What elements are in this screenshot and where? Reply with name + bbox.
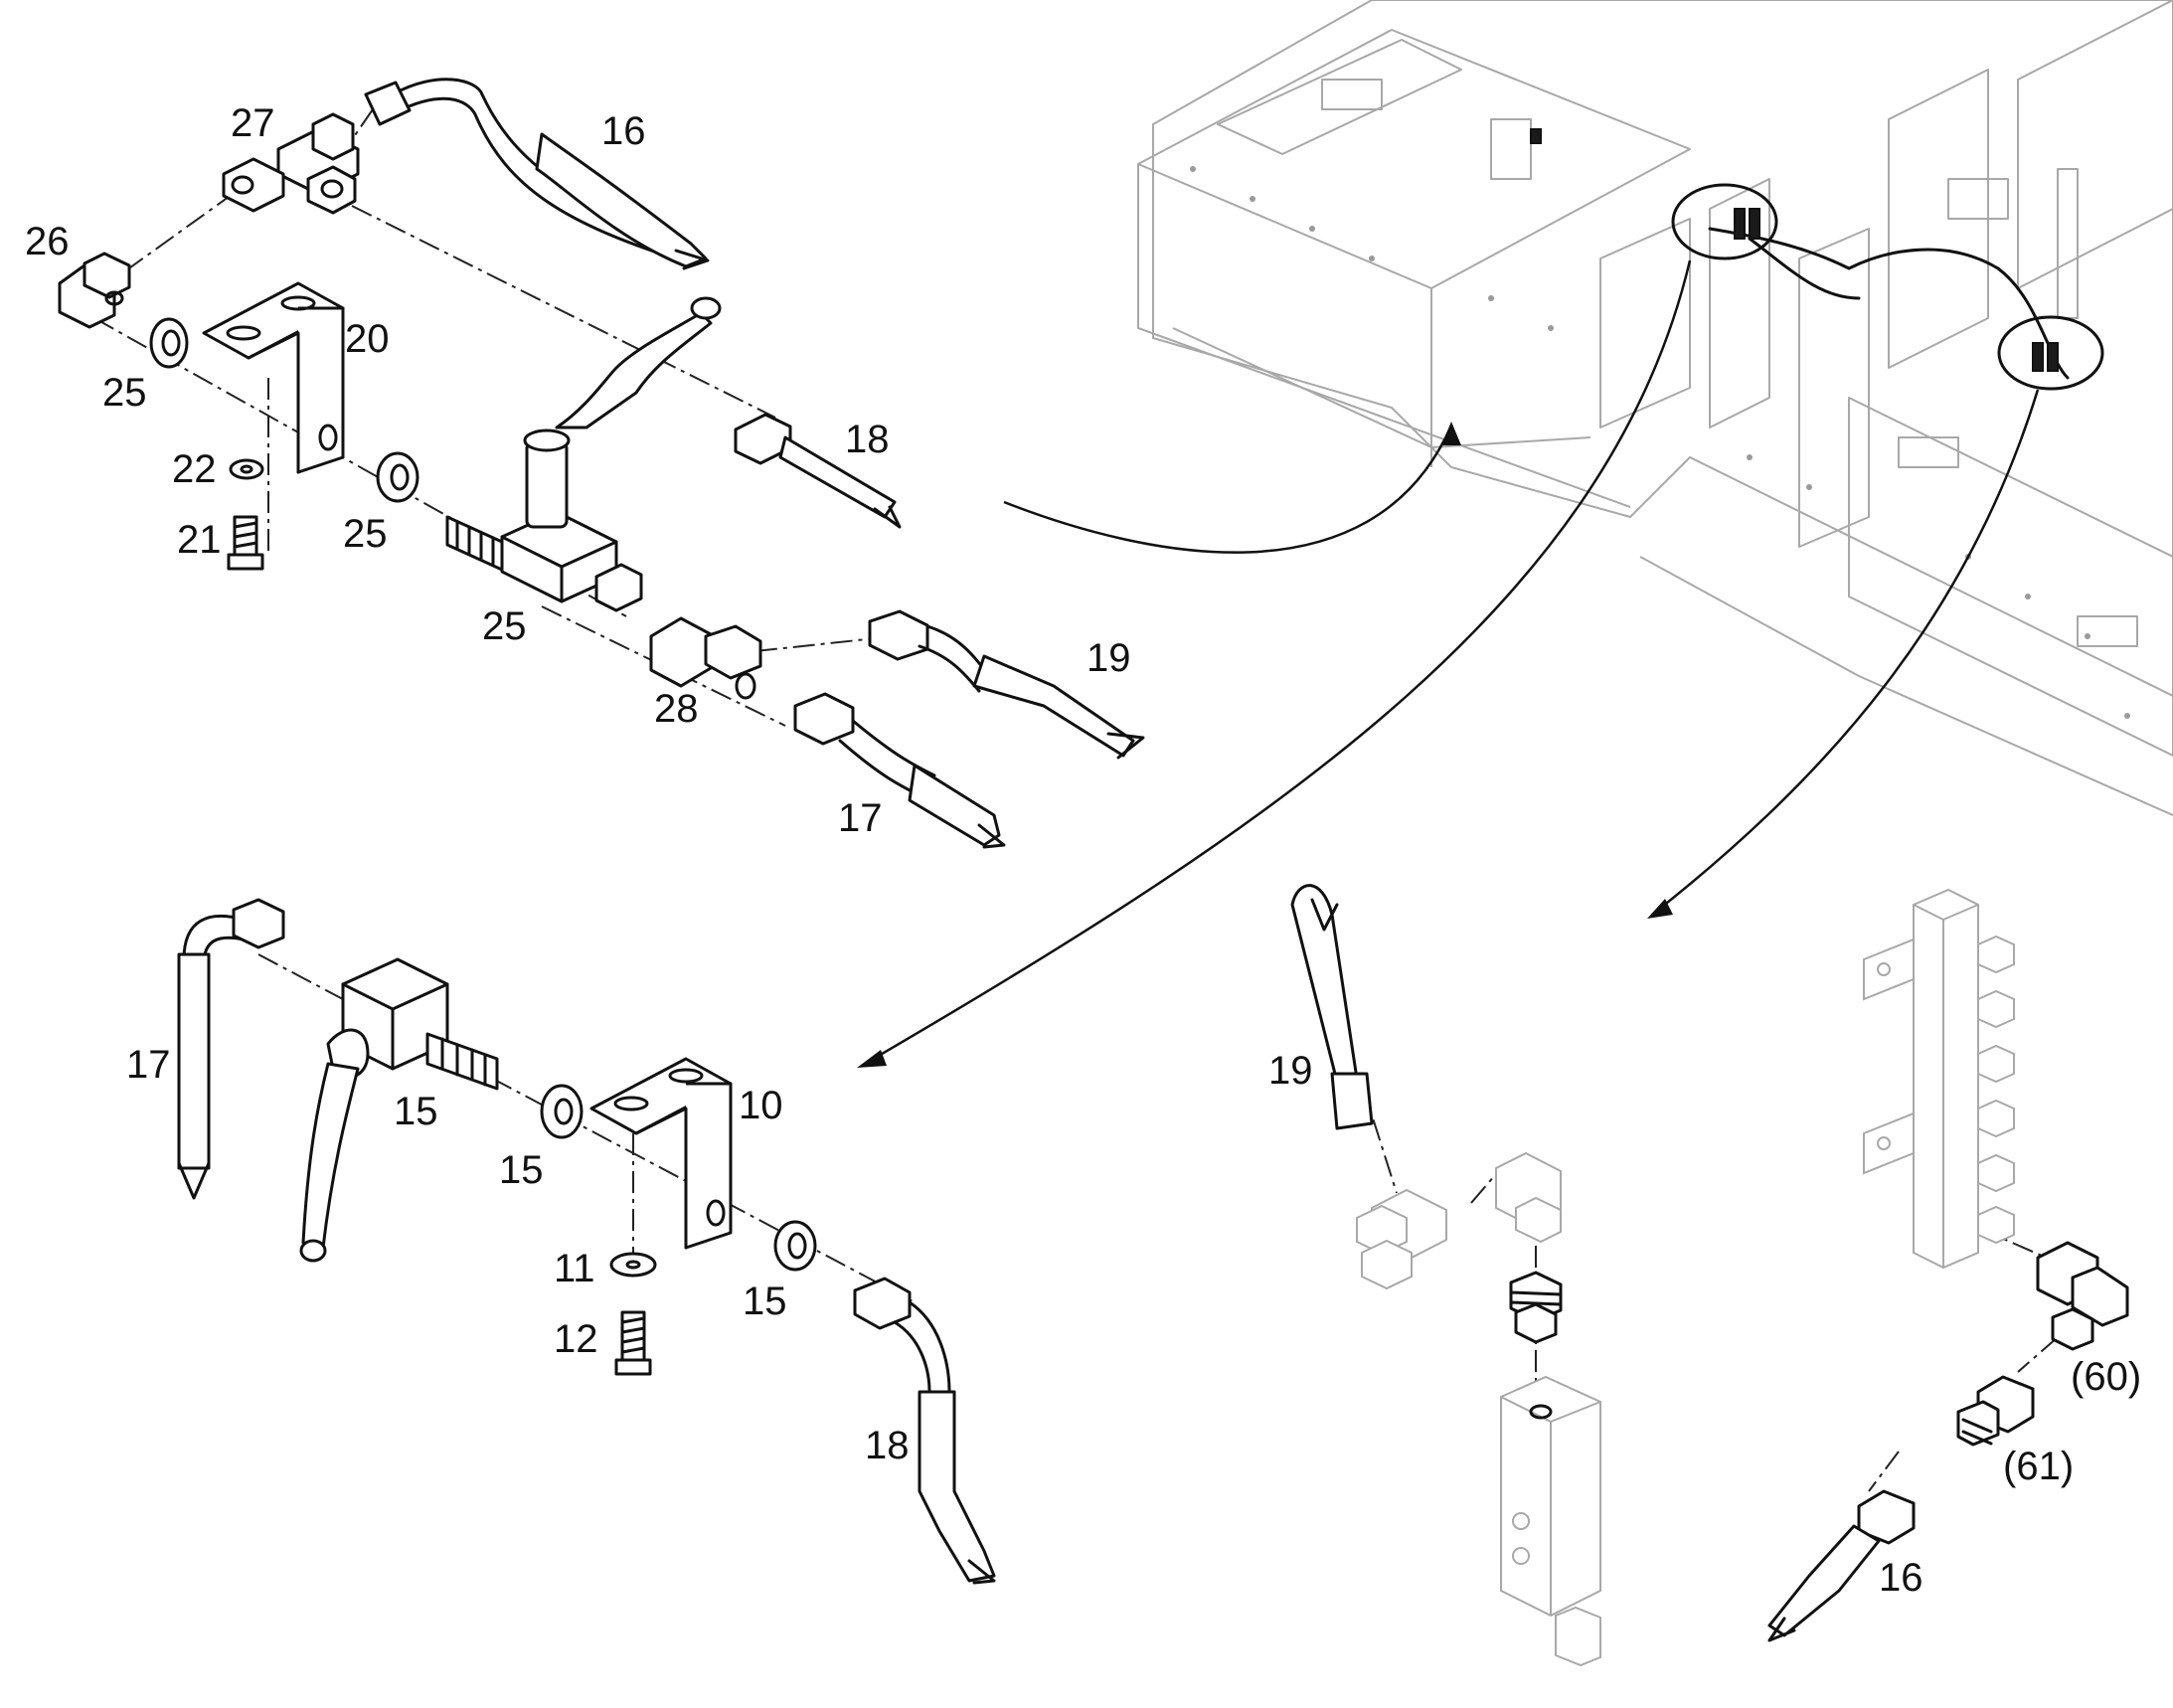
hose-19-top xyxy=(868,609,1145,760)
adapter-fitting xyxy=(1509,1271,1563,1344)
callout-16-bottom: 16 xyxy=(1879,1556,1923,1600)
tee-fitting-ghost xyxy=(1356,1188,1447,1290)
callout-22: 22 xyxy=(172,447,217,491)
callout-17-bottom: 17 xyxy=(126,1043,171,1087)
callout-18-bottom: 18 xyxy=(865,1424,910,1467)
callout-21: 21 xyxy=(177,518,222,562)
hose-16-top xyxy=(364,78,710,270)
nut-25-b xyxy=(376,451,419,503)
hose-17-top xyxy=(793,692,1006,849)
callout-27: 27 xyxy=(231,101,275,145)
elbow-fitting-ghost xyxy=(1495,1151,1562,1244)
screw-12 xyxy=(614,1310,652,1376)
screw-21 xyxy=(227,515,264,571)
leader-arrows xyxy=(857,259,2040,1068)
detail-circle-2 xyxy=(1997,315,2104,391)
washer-11 xyxy=(609,1252,657,1278)
callout-28: 28 xyxy=(654,687,699,731)
callout-61: (61) xyxy=(2003,1445,2074,1488)
nut-15-a xyxy=(540,1084,584,1139)
washer-22 xyxy=(229,458,264,480)
callout-25-b: 25 xyxy=(343,512,388,556)
manifold-block xyxy=(1863,888,2015,1270)
callout-19-bottom: 19 xyxy=(1268,1049,1313,1093)
ball-valve-15 xyxy=(299,957,499,1263)
callout-15-nut-a: 15 xyxy=(499,1148,544,1192)
callout-25-a: 25 xyxy=(102,371,147,415)
callout-25-c: 25 xyxy=(482,604,527,648)
hose-18-top xyxy=(734,413,902,529)
callout-15-valve: 15 xyxy=(394,1090,438,1133)
nut-25-a xyxy=(149,317,189,369)
callout-labels: 16 27 26 20 25 22 21 25 18 25 19 28 17 1… xyxy=(25,101,2141,1600)
tee-27 xyxy=(222,112,360,215)
callout-20: 20 xyxy=(345,317,390,361)
elbow-60 xyxy=(2036,1241,2129,1351)
callout-60: (60) xyxy=(2071,1355,2141,1399)
detail-circle-1 xyxy=(1671,183,1778,260)
callout-17-top: 17 xyxy=(838,796,883,840)
nut-15-b xyxy=(773,1220,817,1272)
machine-frame-context xyxy=(1137,0,2173,816)
ball-valve-25 xyxy=(445,296,722,612)
hose-16-bottom xyxy=(1767,1489,1916,1642)
callout-19-top: 19 xyxy=(1086,636,1131,680)
elbow-26 xyxy=(58,252,131,329)
hose-19-bottom xyxy=(1290,884,1374,1130)
bracket-10 xyxy=(589,1057,733,1250)
valve-block xyxy=(1500,1375,1601,1667)
callout-15-nut-b: 15 xyxy=(743,1280,787,1323)
callout-26: 26 xyxy=(25,220,70,263)
callout-16-top: 16 xyxy=(601,109,646,153)
adapter-61 xyxy=(1956,1375,2035,1447)
hose-18-bottom xyxy=(853,1277,996,1585)
callout-11: 11 xyxy=(554,1247,595,1290)
callout-12: 12 xyxy=(554,1317,598,1361)
bracket-20 xyxy=(202,281,345,474)
adapter-28 xyxy=(649,616,762,700)
hose-17-bottom xyxy=(177,898,285,1200)
callout-10: 10 xyxy=(739,1084,783,1127)
callout-18-top: 18 xyxy=(845,418,890,461)
